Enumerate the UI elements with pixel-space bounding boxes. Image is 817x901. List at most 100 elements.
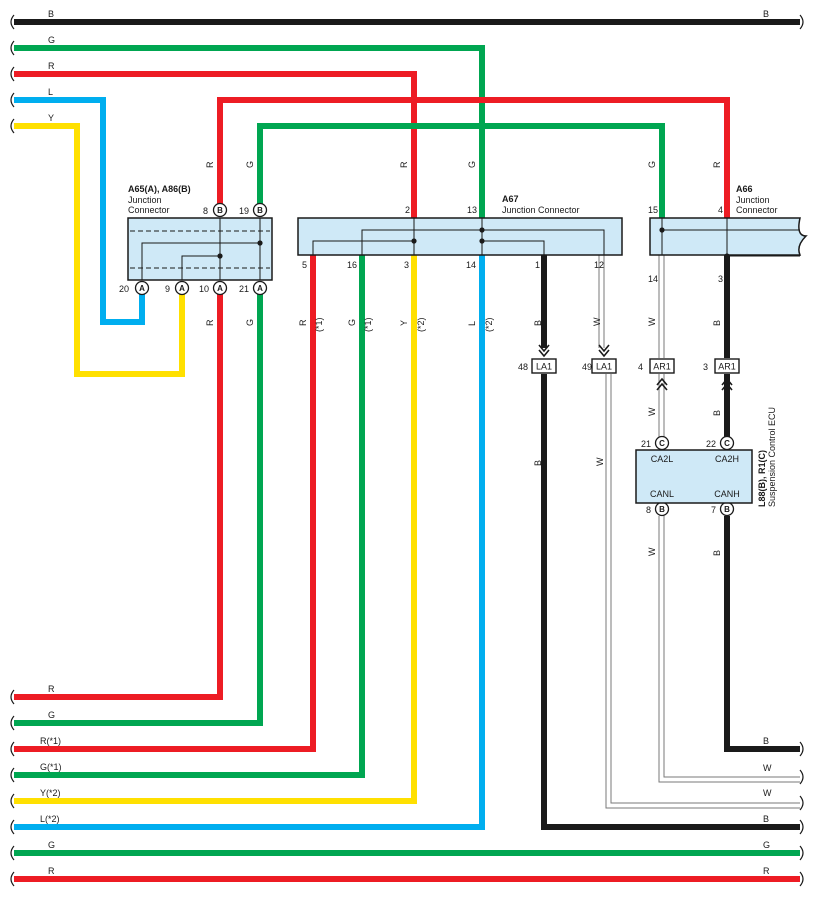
pin-code-ecu-8: B xyxy=(654,501,670,517)
break-mark xyxy=(799,871,804,887)
vlabel-y-a67-3: Y xyxy=(399,320,409,326)
connector-a66-sub1: Junction xyxy=(736,195,770,205)
inline-la1-pin-48: LA1 xyxy=(531,344,557,374)
ecu-terminal-ca2l: CA2L xyxy=(651,454,674,464)
inline-ar1-pin-3: AR1 xyxy=(714,358,740,391)
connector-a66-body xyxy=(649,217,808,256)
inline-label: LA1 xyxy=(596,362,612,372)
break-mark xyxy=(10,845,15,861)
inline-box xyxy=(591,358,617,374)
pin-a67-5: 5 xyxy=(302,260,307,270)
label-g1: G(*1) xyxy=(40,762,62,772)
inline-label: AR1 xyxy=(653,362,671,372)
break-mark xyxy=(10,871,15,887)
break-mark xyxy=(10,92,15,108)
pin-code-ecu-7-text: B xyxy=(724,505,730,514)
wire-r-link xyxy=(217,97,730,218)
vlabel-g-a67-16: G xyxy=(347,319,357,326)
vlabel-w-la1-out: W xyxy=(595,457,605,466)
label-r-last: R xyxy=(48,866,55,876)
wire-w-ecu-out-b xyxy=(663,516,800,778)
pin-a65-21: 21 xyxy=(239,284,249,294)
pin-ecu-7: 7 xyxy=(711,505,716,515)
pin-code-a65-21: A xyxy=(252,280,268,296)
pin-a65-8: 8 xyxy=(203,206,208,216)
pin-code-a65-9: A xyxy=(174,280,190,296)
wire-g-a65-out xyxy=(14,292,263,726)
wire-g1-out xyxy=(14,255,365,778)
break-mark xyxy=(10,767,15,783)
pin-code-ecu-21: C xyxy=(654,435,670,451)
break-mark xyxy=(799,741,804,757)
pin-code-a65-8-text: B xyxy=(217,206,223,215)
ecu-terminal-canl: CANL xyxy=(650,489,674,499)
label-g-right: G xyxy=(763,840,770,850)
pin-code-ecu-22-text: C xyxy=(724,439,730,448)
wire-labels-horizontal: B B G R L Y R G R(*1) G(*1) Y(*2) L(*2) … xyxy=(40,9,772,876)
inline-label: AR1 xyxy=(718,362,736,372)
label-r1: R(*1) xyxy=(40,736,61,746)
connector-a65: A65(A), A86(B) Junction Connector xyxy=(127,184,273,281)
pin-ecu-21: 21 xyxy=(641,439,651,449)
connector-a66-title: A66 xyxy=(736,184,753,194)
break-mark xyxy=(10,118,15,134)
wires xyxy=(14,19,800,882)
vlabel-g-a66-top: G xyxy=(647,161,657,168)
pin-a66-3: 3 xyxy=(718,274,723,284)
break-mark xyxy=(799,795,804,811)
inline-label: LA1 xyxy=(536,362,552,372)
vlabel-l-a67-14: L xyxy=(467,321,477,326)
pin-code-a65-20-text: A xyxy=(139,284,145,293)
inline-la1-pin-49: LA1 xyxy=(591,344,617,374)
pin-ar1-4: 4 xyxy=(638,362,643,372)
connector-a67-title: A67 xyxy=(502,194,519,204)
connector-a67-sub1: Junction Connector xyxy=(502,205,580,215)
chevron-icon xyxy=(538,344,550,353)
wire-r-top xyxy=(14,71,417,218)
wire-y-top xyxy=(14,123,185,377)
break-marks-left xyxy=(10,14,15,887)
vlabel-g-a65-top: G xyxy=(245,161,255,168)
pin-a65-20: 20 xyxy=(119,284,129,294)
pin-a67-3: 3 xyxy=(404,260,409,270)
connector-a65-body xyxy=(127,217,273,281)
vlabel-w-ecu-out: W xyxy=(647,547,657,556)
label-w-la1-out: W xyxy=(763,788,772,798)
pin-code-a65-19: B xyxy=(252,202,268,218)
vlabel-r-a67-top: R xyxy=(399,161,409,168)
vlabel-r-a65-top: R xyxy=(205,161,215,168)
white-wires xyxy=(598,255,800,809)
vlabel-g-a65-bottom: G xyxy=(245,319,255,326)
inline-box xyxy=(531,358,557,374)
wire-l2-out xyxy=(14,255,485,830)
vlabel-b-ar1-ecu: B xyxy=(712,410,722,416)
wire-g-top xyxy=(14,45,485,218)
pin-code-a65-20: A xyxy=(134,280,150,296)
pin-a67-16: 16 xyxy=(347,260,357,270)
ecu-terminal-canh: CANH xyxy=(714,489,740,499)
pin-a67-14: 14 xyxy=(466,260,476,270)
pin-code-ecu-22: C xyxy=(719,435,735,451)
vlabel-b-ecu-out: B xyxy=(712,550,722,556)
wire-labels-vertical: R G R G G R R G R (*1) G (*1) Y (*2) L (… xyxy=(205,161,722,556)
pin-code-a65-10-text: A xyxy=(217,284,223,293)
ecu-terminal-ca2h: CA2H xyxy=(715,454,739,464)
pin-ecu-22: 22 xyxy=(706,439,716,449)
break-mark xyxy=(10,689,15,705)
wire-r-a65-out xyxy=(14,292,223,700)
label-l-top: L xyxy=(48,87,53,97)
vlabel-w-a67-12: W xyxy=(592,317,602,326)
label-r-right: R xyxy=(763,866,770,876)
wire-r1-out xyxy=(14,255,316,752)
break-mark xyxy=(10,715,15,731)
vlabel-r-a66-top: R xyxy=(712,161,722,168)
connector-a66: A66 Junction Connector xyxy=(649,184,808,259)
suspension-ecu: CA2L CA2H CANL CANH L88(B), R1(C) Suspen… xyxy=(635,407,777,507)
label-g-bottom: G xyxy=(48,710,55,720)
wire-w-la1-out-a xyxy=(605,374,800,809)
pin-code-a65-21-text: A xyxy=(257,284,263,293)
vlabel-note1-g: (*1) xyxy=(363,317,373,332)
label-b-la1-out: B xyxy=(763,814,769,824)
wire-b-la1-out xyxy=(541,374,800,830)
connector-a67: A67 Junction Connector xyxy=(297,194,623,256)
